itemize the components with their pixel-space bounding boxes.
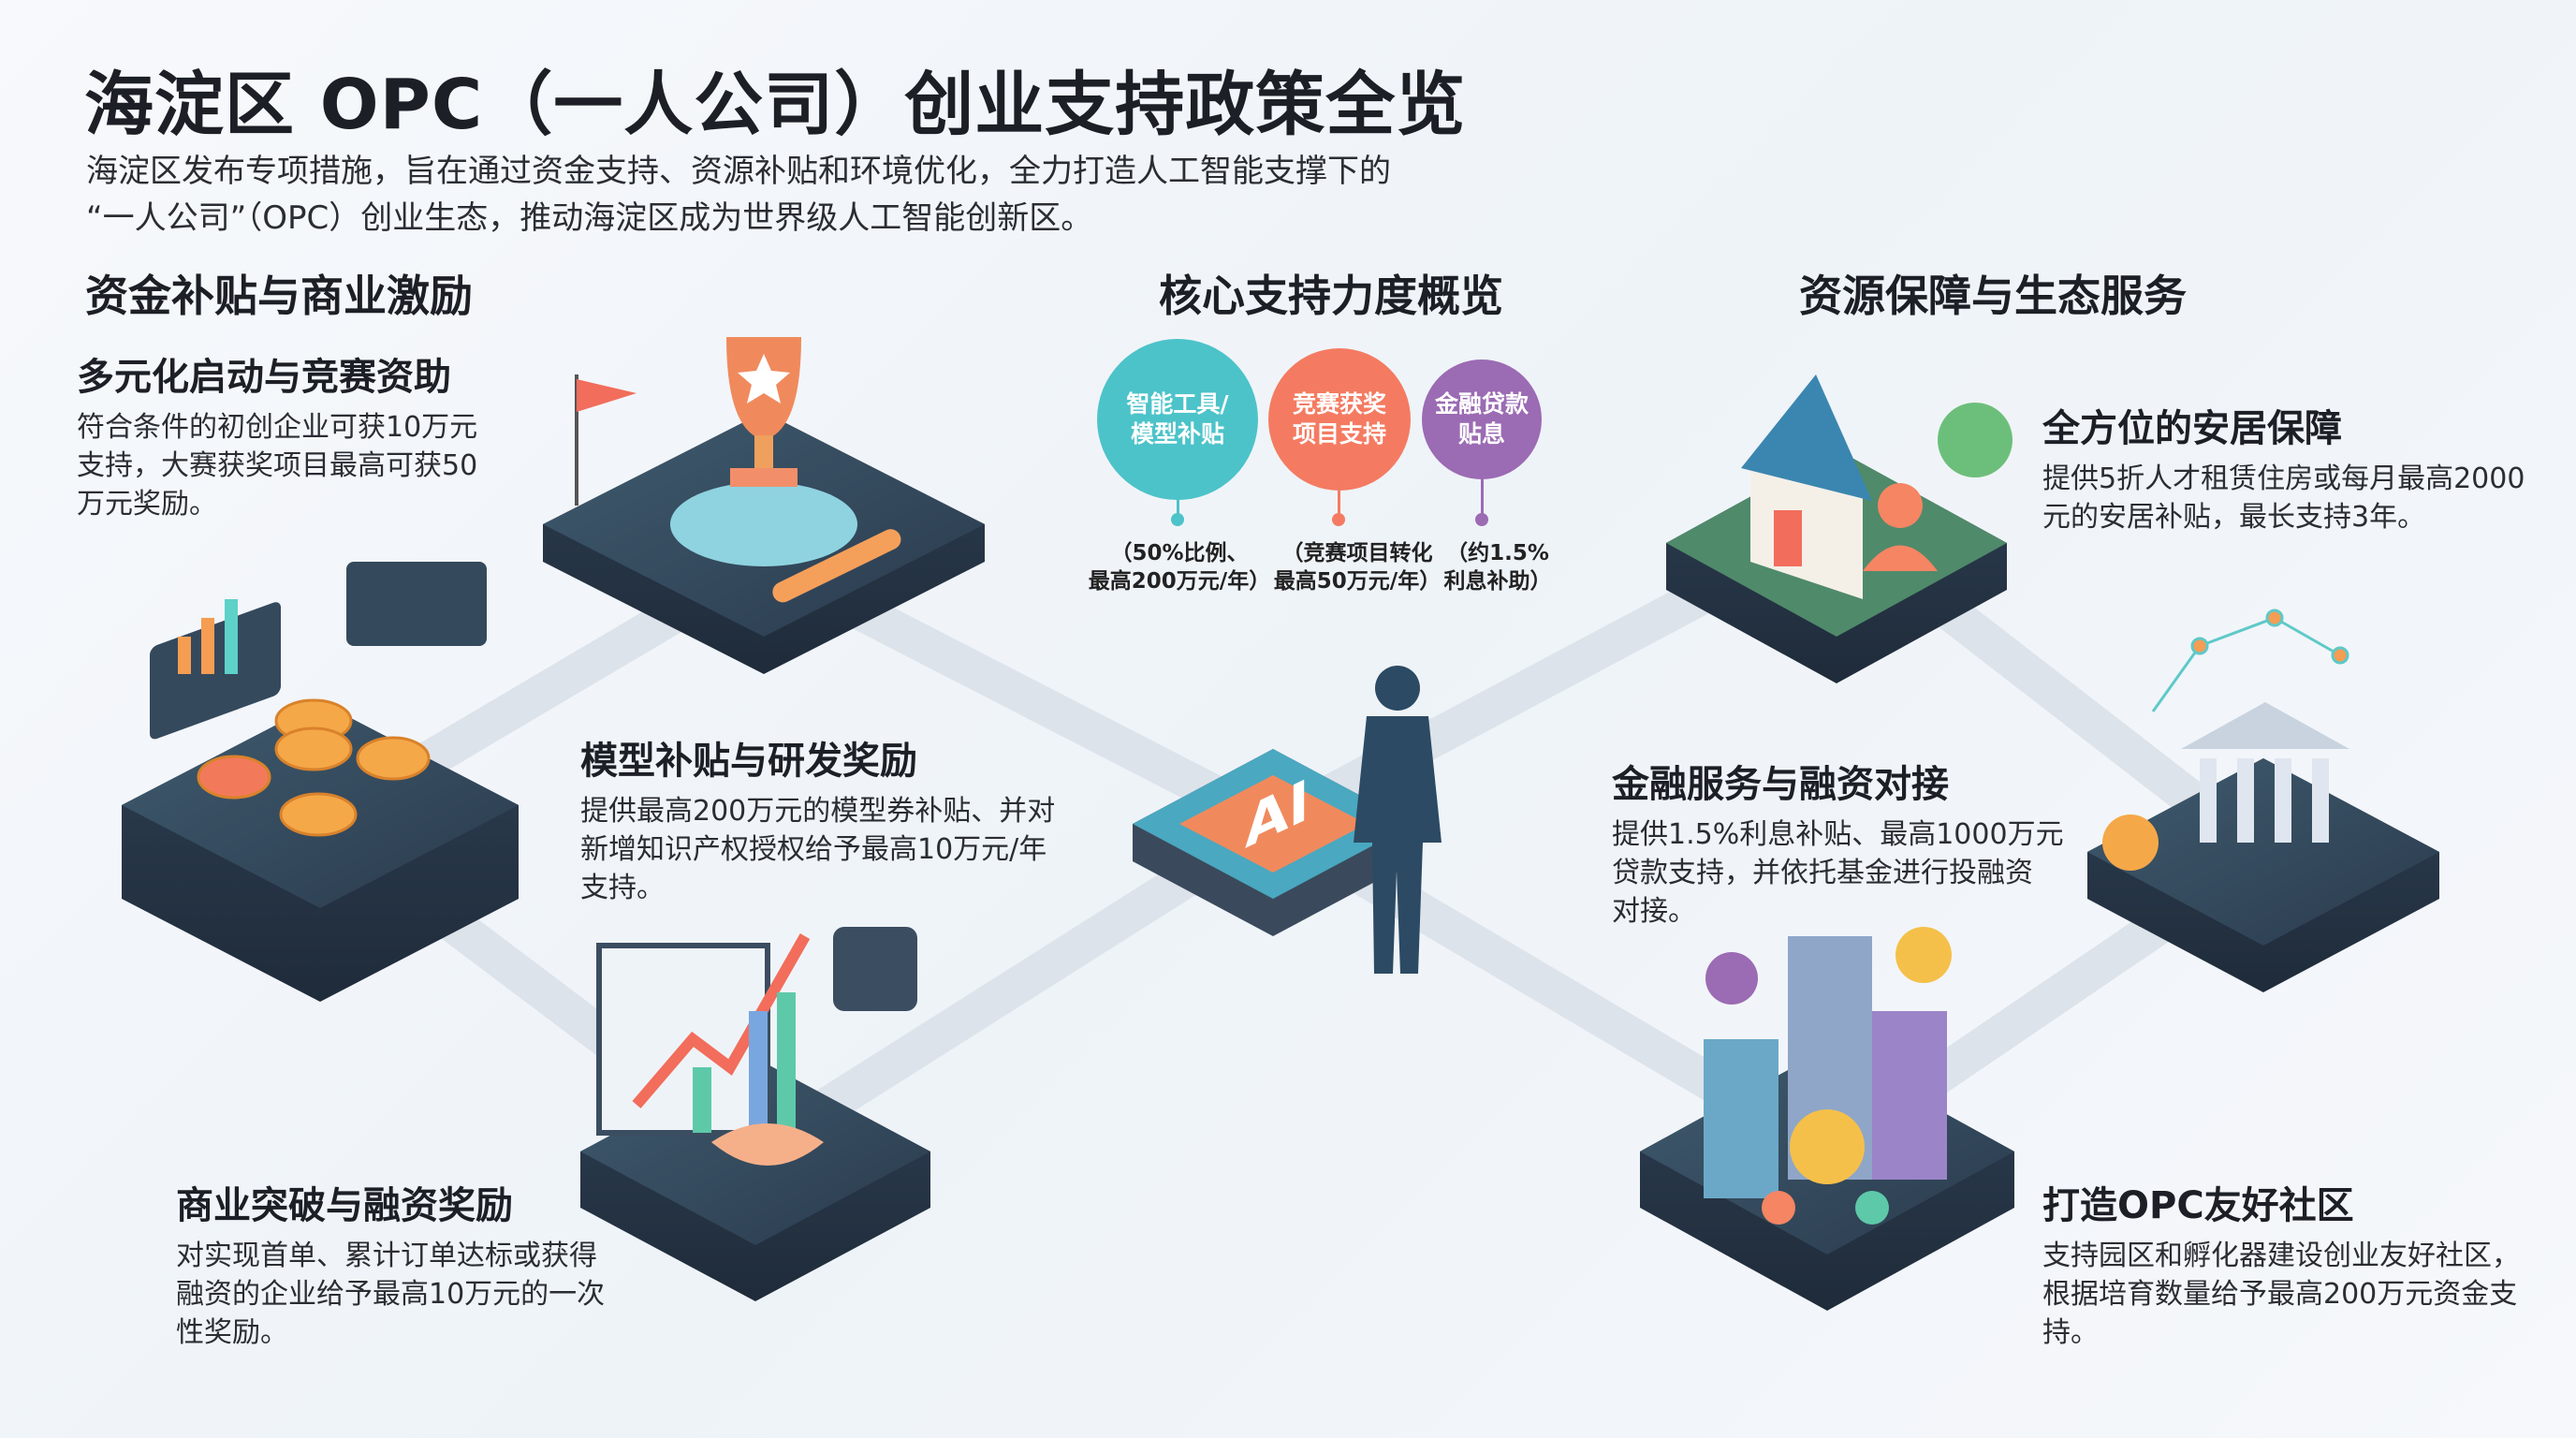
block-heading: 全方位的安居保障 xyxy=(2042,407,2342,450)
block-body-line: 融资的企业给予最高10万元的一次 xyxy=(176,1278,606,1311)
block-model-subsidy: 模型补贴与研发奖励 提供最高200万元的模型券补贴、并对 新增知识产权授权给予最… xyxy=(580,730,1055,907)
platform-handshake xyxy=(580,927,930,1301)
bubble-stem xyxy=(1338,489,1340,517)
bubble-label: 竞赛获奖 xyxy=(1292,390,1386,418)
platform-trophy xyxy=(543,337,985,674)
highlight-bubble-loan-interest: 金融贷款贴息 xyxy=(1422,360,1542,479)
block-body-line: 提供5折人才租赁住房或每月最高2000 xyxy=(2042,462,2525,495)
block-body-line: 对实现首单、累计订单达标或获得 xyxy=(176,1240,597,1272)
highlight-bubble-competition: 竞赛获奖项目支持 xyxy=(1268,348,1411,491)
bubble-pin xyxy=(1171,513,1184,526)
platform-house xyxy=(1666,374,2012,683)
person-silhouette xyxy=(1354,666,1442,974)
bubble-label: 金融贷款 xyxy=(1434,390,1529,418)
bubble-label: 智能工具/ xyxy=(1126,390,1229,418)
block-body-line: 新增知识产权授权给予最高10万元/年 xyxy=(580,833,1047,866)
bubble-stem xyxy=(1177,498,1179,517)
block-body-line: 支持园区和孵化器建设创业友好社区， xyxy=(2042,1240,2520,1272)
platform-coins xyxy=(122,562,519,1002)
platform-chip xyxy=(1133,749,1413,936)
block-housing: 全方位的安居保障 提供5折人才租赁住房或每月最高2000 元的安居补贴，最长支持… xyxy=(2042,398,2525,536)
block-business-breakthrough: 商业突破与融资奖励 对实现首单、累计订单达标或获得 融资的企业给予最高10万元的… xyxy=(176,1175,605,1352)
platform-city xyxy=(1640,927,2014,1311)
section-heading-center: 核心支持力度概览 xyxy=(1159,271,1503,321)
block-heading: 模型补贴与研发奖励 xyxy=(580,740,917,783)
block-body-line: 支持。 xyxy=(580,872,665,904)
block-body-line: 对接。 xyxy=(1612,895,1696,928)
bubble-label: 项目支持 xyxy=(1292,420,1386,448)
block-heading: 金融服务与融资对接 xyxy=(1612,763,1949,806)
block-body-line: 万元奖励。 xyxy=(77,488,217,521)
block-heading: 打造OPC友好社区 xyxy=(2042,1184,2354,1227)
block-body-line: 支持，大赛获奖项目最高可获50 xyxy=(77,449,478,482)
block-heading: 多元化启动与竞赛资助 xyxy=(77,356,451,399)
bubble-stem xyxy=(1481,477,1484,517)
bubble-pin xyxy=(1475,513,1488,526)
block-body-line: 提供1.5%利息补贴、最高1000万元 xyxy=(1612,818,2064,851)
bubble-label: 模型补贴 xyxy=(1130,420,1224,448)
bubble-caption: （约1.5%利息补助） xyxy=(1443,541,1552,594)
block-body-line: 性奖励。 xyxy=(176,1316,288,1349)
block-body-line: 持。 xyxy=(2042,1316,2099,1349)
bubble-label: 贴息 xyxy=(1457,420,1505,448)
section-heading-left: 资金补贴与商业激励 xyxy=(85,271,473,321)
block-body-line: 贷款支持，并依托基金进行投融资 xyxy=(1612,857,2033,889)
subtitle-line-2: “一人公司”（OPC）创业生态，推动海淀区成为世界级人工智能创新区。 xyxy=(86,199,1093,237)
block-body-line: 元的安居补贴，最长支持3年。 xyxy=(2042,501,2426,534)
block-startup-funding: 多元化启动与竞赛资助 符合条件的初创企业可获10万元 支持，大赛获奖项目最高可获… xyxy=(77,346,477,523)
page-title: 海淀区 OPC（一人公司）创业支持政策全览 xyxy=(84,65,1467,145)
bubble-caption: （50%比例、最高200万元/年） xyxy=(1088,541,1271,594)
block-body-line: 符合条件的初创企业可获10万元 xyxy=(77,411,478,444)
highlight-bubble-ai-tools: 智能工具/模型补贴 xyxy=(1097,339,1258,500)
block-heading: 商业突破与融资奖励 xyxy=(176,1184,513,1227)
bubble-caption: （竞赛项目转化最高50万元/年） xyxy=(1273,541,1442,594)
block-body-line: 根据培育数量给予最高200万元资金支 xyxy=(2042,1278,2518,1311)
block-community: 打造OPC友好社区 支持园区和孵化器建设创业友好社区， 根据培育数量给予最高20… xyxy=(2042,1175,2520,1352)
subtitle-line-1: 海淀区发布专项措施，旨在通过资金支持、资源补贴和环境优化，全力打造人工智能支撑下… xyxy=(86,153,1391,190)
platform-bank xyxy=(2087,609,2439,992)
block-finance: 金融服务与融资对接 提供1.5%利息补贴、最高1000万元 贷款支持，并依托基金… xyxy=(1612,754,2064,931)
section-heading-right: 资源保障与生态服务 xyxy=(1799,271,2187,321)
block-body-line: 提供最高200万元的模型券补贴、并对 xyxy=(580,795,1056,828)
bubble-pin xyxy=(1332,513,1345,526)
